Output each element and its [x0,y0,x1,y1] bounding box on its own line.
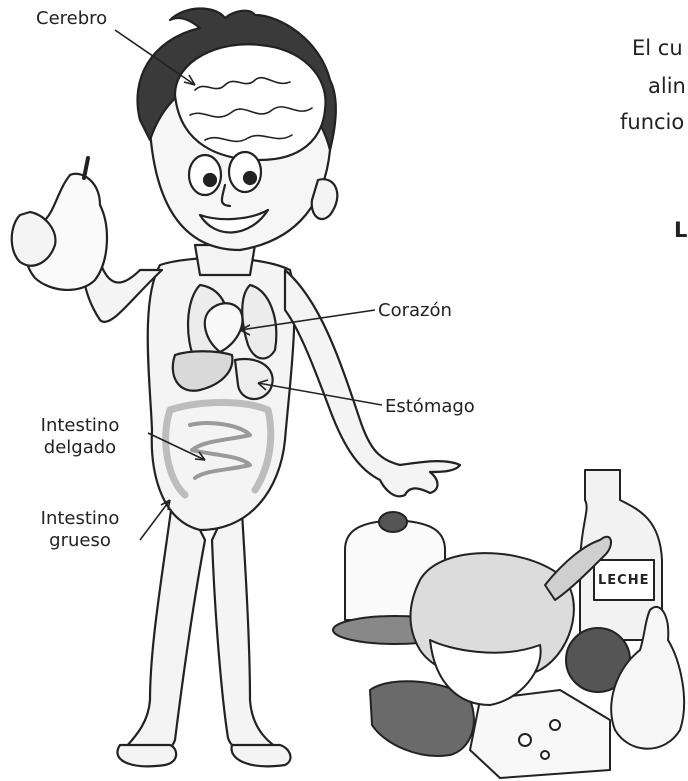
right-foot [232,745,291,766]
right-eye [229,152,261,192]
milk-label: LECHE [598,570,649,592]
brain [175,44,326,160]
food-pile [333,470,684,778]
side-text-line1: El cu [632,32,683,64]
pear-stem [84,158,88,178]
label-heart: Corazón [378,300,452,322]
label-stomach: Estómago [385,396,475,418]
label-small-intestine-line1: Intestino [30,415,130,437]
label-large-intestine-line2: grueso [30,530,130,552]
side-text-line2: alin [648,70,686,102]
label-large-intestine: Intestino grueso [30,508,130,552]
label-small-intestine-line2: delgado [30,437,130,459]
label-brain: Cerebro [36,8,107,30]
side-text-bold: L [674,218,687,242]
pudding-cherry [379,512,407,532]
ear [312,179,338,219]
label-large-intestine-line1: Intestino [30,508,130,530]
label-small-intestine: Intestino delgado [30,415,130,459]
side-text-line3: funcio [620,106,684,138]
child-figure [12,8,460,766]
large-intestine-arrow [140,500,170,540]
left-foot [117,745,176,766]
